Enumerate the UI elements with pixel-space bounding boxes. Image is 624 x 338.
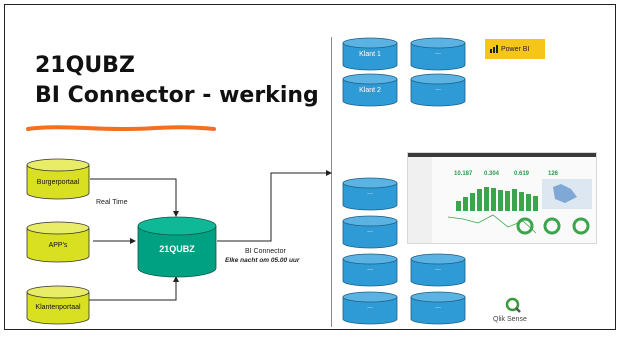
source-label: APP's [48,242,68,249]
db-label: ... [367,227,373,234]
slide-subtitle: BI Connector - werking [35,83,319,108]
arrow-klantenportaal [89,276,179,301]
realtime-label: Real Time [96,199,128,206]
db-powerbi-extra: ... [410,73,466,107]
db-qlik: ... [342,253,398,287]
source-label: Burgerportaal [36,179,80,186]
db-label: ... [367,265,373,272]
powerbi-logo: Power BI [485,39,545,59]
db-label: ... [435,303,441,310]
db-qlik: ... [410,253,466,287]
db-powerbi-extra: ... [410,37,466,71]
db-label: ... [435,85,441,92]
db-label: ... [435,49,441,56]
dashboard-kpi: 10.187 [454,171,473,177]
db-label: ... [367,303,373,310]
source-label: Klantenportaal [35,304,81,311]
source-klantenportaal: Klantenportaal [26,285,90,325]
orange-underline-stroke [26,125,216,131]
db-label: Klant 2 [359,87,381,94]
dashboard-kpi: 126 [548,171,559,177]
db-klant-2: Klant 2 [342,73,398,107]
db-klant-1: Klant 1 [342,37,398,71]
powerbi-icon [490,45,498,53]
dashboard-graphics [447,179,592,235]
bi-connector-label: BI Connector [245,248,286,255]
db-label: Klant 1 [359,51,381,58]
dashboard-kpi: 0.619 [514,171,530,177]
schedule-label: Elke nacht om 05.00 uur [225,257,300,264]
arrow-burgerportaal [90,178,179,217]
db-qlik: ... [342,291,398,325]
qlik-label: Qlik Sense [493,316,527,323]
source-burgerportaal: Burgerportaal [26,158,90,200]
dashboard-kpi: 0.304 [484,171,500,177]
qlik-icon [505,297,521,313]
connector-arrows [89,170,332,301]
db-qlik: ... [342,215,398,249]
powerbi-label: Power BI [501,45,530,53]
db-label: ... [367,189,373,196]
dashboard-header-bar [408,153,596,157]
db-qlik: ... [342,177,398,211]
slide-title: 21QUBZ [35,53,135,78]
hub-label: 21QUBZ [159,244,195,254]
dashboard-sidebar [408,157,432,243]
dashboard-thumbnail: 10.187 0.304 0.619 126 [407,152,597,244]
vertical-divider [331,37,332,327]
arrow-bi-connector [217,170,332,242]
db-label: ... [435,265,441,272]
hub-21qubz: 21QUBZ [137,216,217,278]
slide: 21QUBZ BI Connector - werking Burgerport… [4,4,616,330]
source-apps: APP's [26,221,90,263]
db-qlik: ... [410,291,466,325]
